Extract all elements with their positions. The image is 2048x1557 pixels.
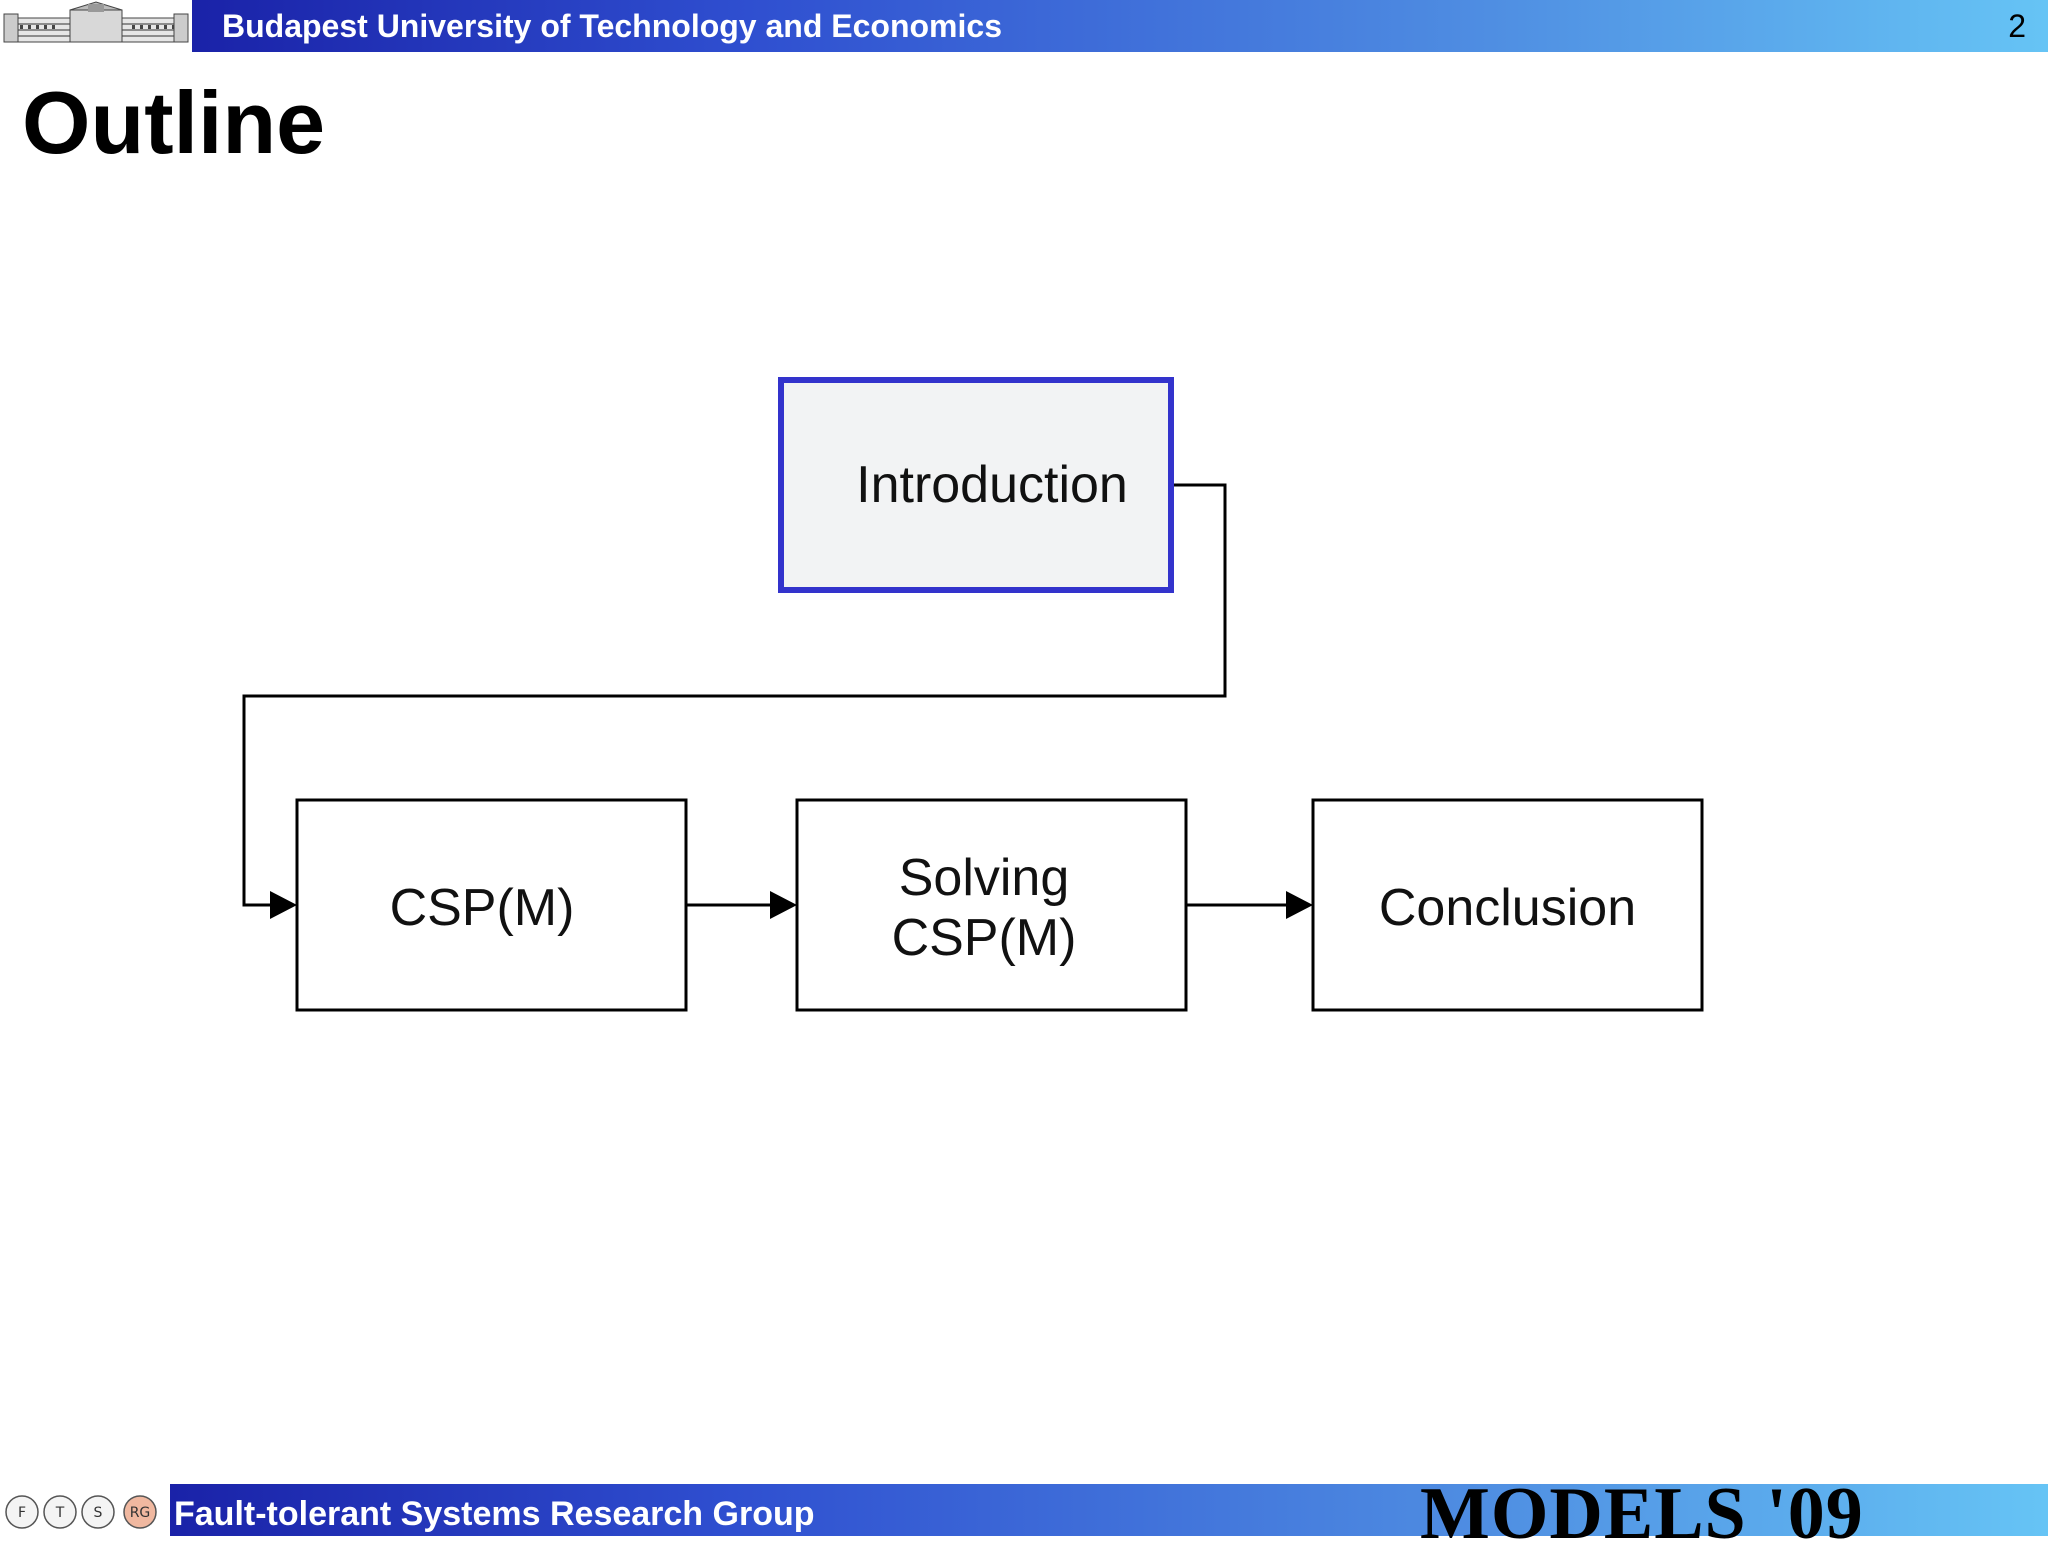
node-cspm-label: CSP(M) xyxy=(389,879,575,937)
header-band: Budapest University of Technology and Ec… xyxy=(0,0,2048,52)
node-introduction-label: Introduction xyxy=(856,456,1128,514)
edge-introduction-to-cspm xyxy=(242,483,1227,907)
arrowhead-to-solving xyxy=(770,891,797,919)
university-building-logo xyxy=(0,0,192,52)
node-cspm-box[interactable] xyxy=(295,798,688,1012)
logo-letter-t: T xyxy=(55,1505,65,1521)
ftsrg-logo: F T S RG xyxy=(0,1480,170,1536)
slide-number: 2 xyxy=(2008,8,2026,44)
logo-letter-f: F xyxy=(18,1505,26,1521)
footer-gradient-bar xyxy=(170,1484,2048,1536)
node-solving-label: Solving CSP(M) xyxy=(891,849,1077,967)
node-conclusion-box[interactable] xyxy=(1311,798,1704,1012)
logo-letter-rg: RG xyxy=(130,1505,151,1521)
node-conclusion-label: Conclusion xyxy=(1378,879,1637,937)
node-introduction-box[interactable] xyxy=(778,377,1174,593)
node-solving-box[interactable] xyxy=(795,798,1188,1012)
logo-letter-s: S xyxy=(94,1505,103,1521)
arrowhead-to-conclusion xyxy=(1286,891,1313,919)
header-gradient-bar xyxy=(192,0,2048,52)
page-title: Outline xyxy=(22,73,326,172)
conference-name: MODELS '09 xyxy=(1420,1473,1864,1555)
research-group-name: Fault-tolerant Systems Research Group xyxy=(174,1495,815,1533)
arrowhead-to-cspm xyxy=(270,891,297,919)
university-name: Budapest University of Technology and Ec… xyxy=(222,8,1002,44)
